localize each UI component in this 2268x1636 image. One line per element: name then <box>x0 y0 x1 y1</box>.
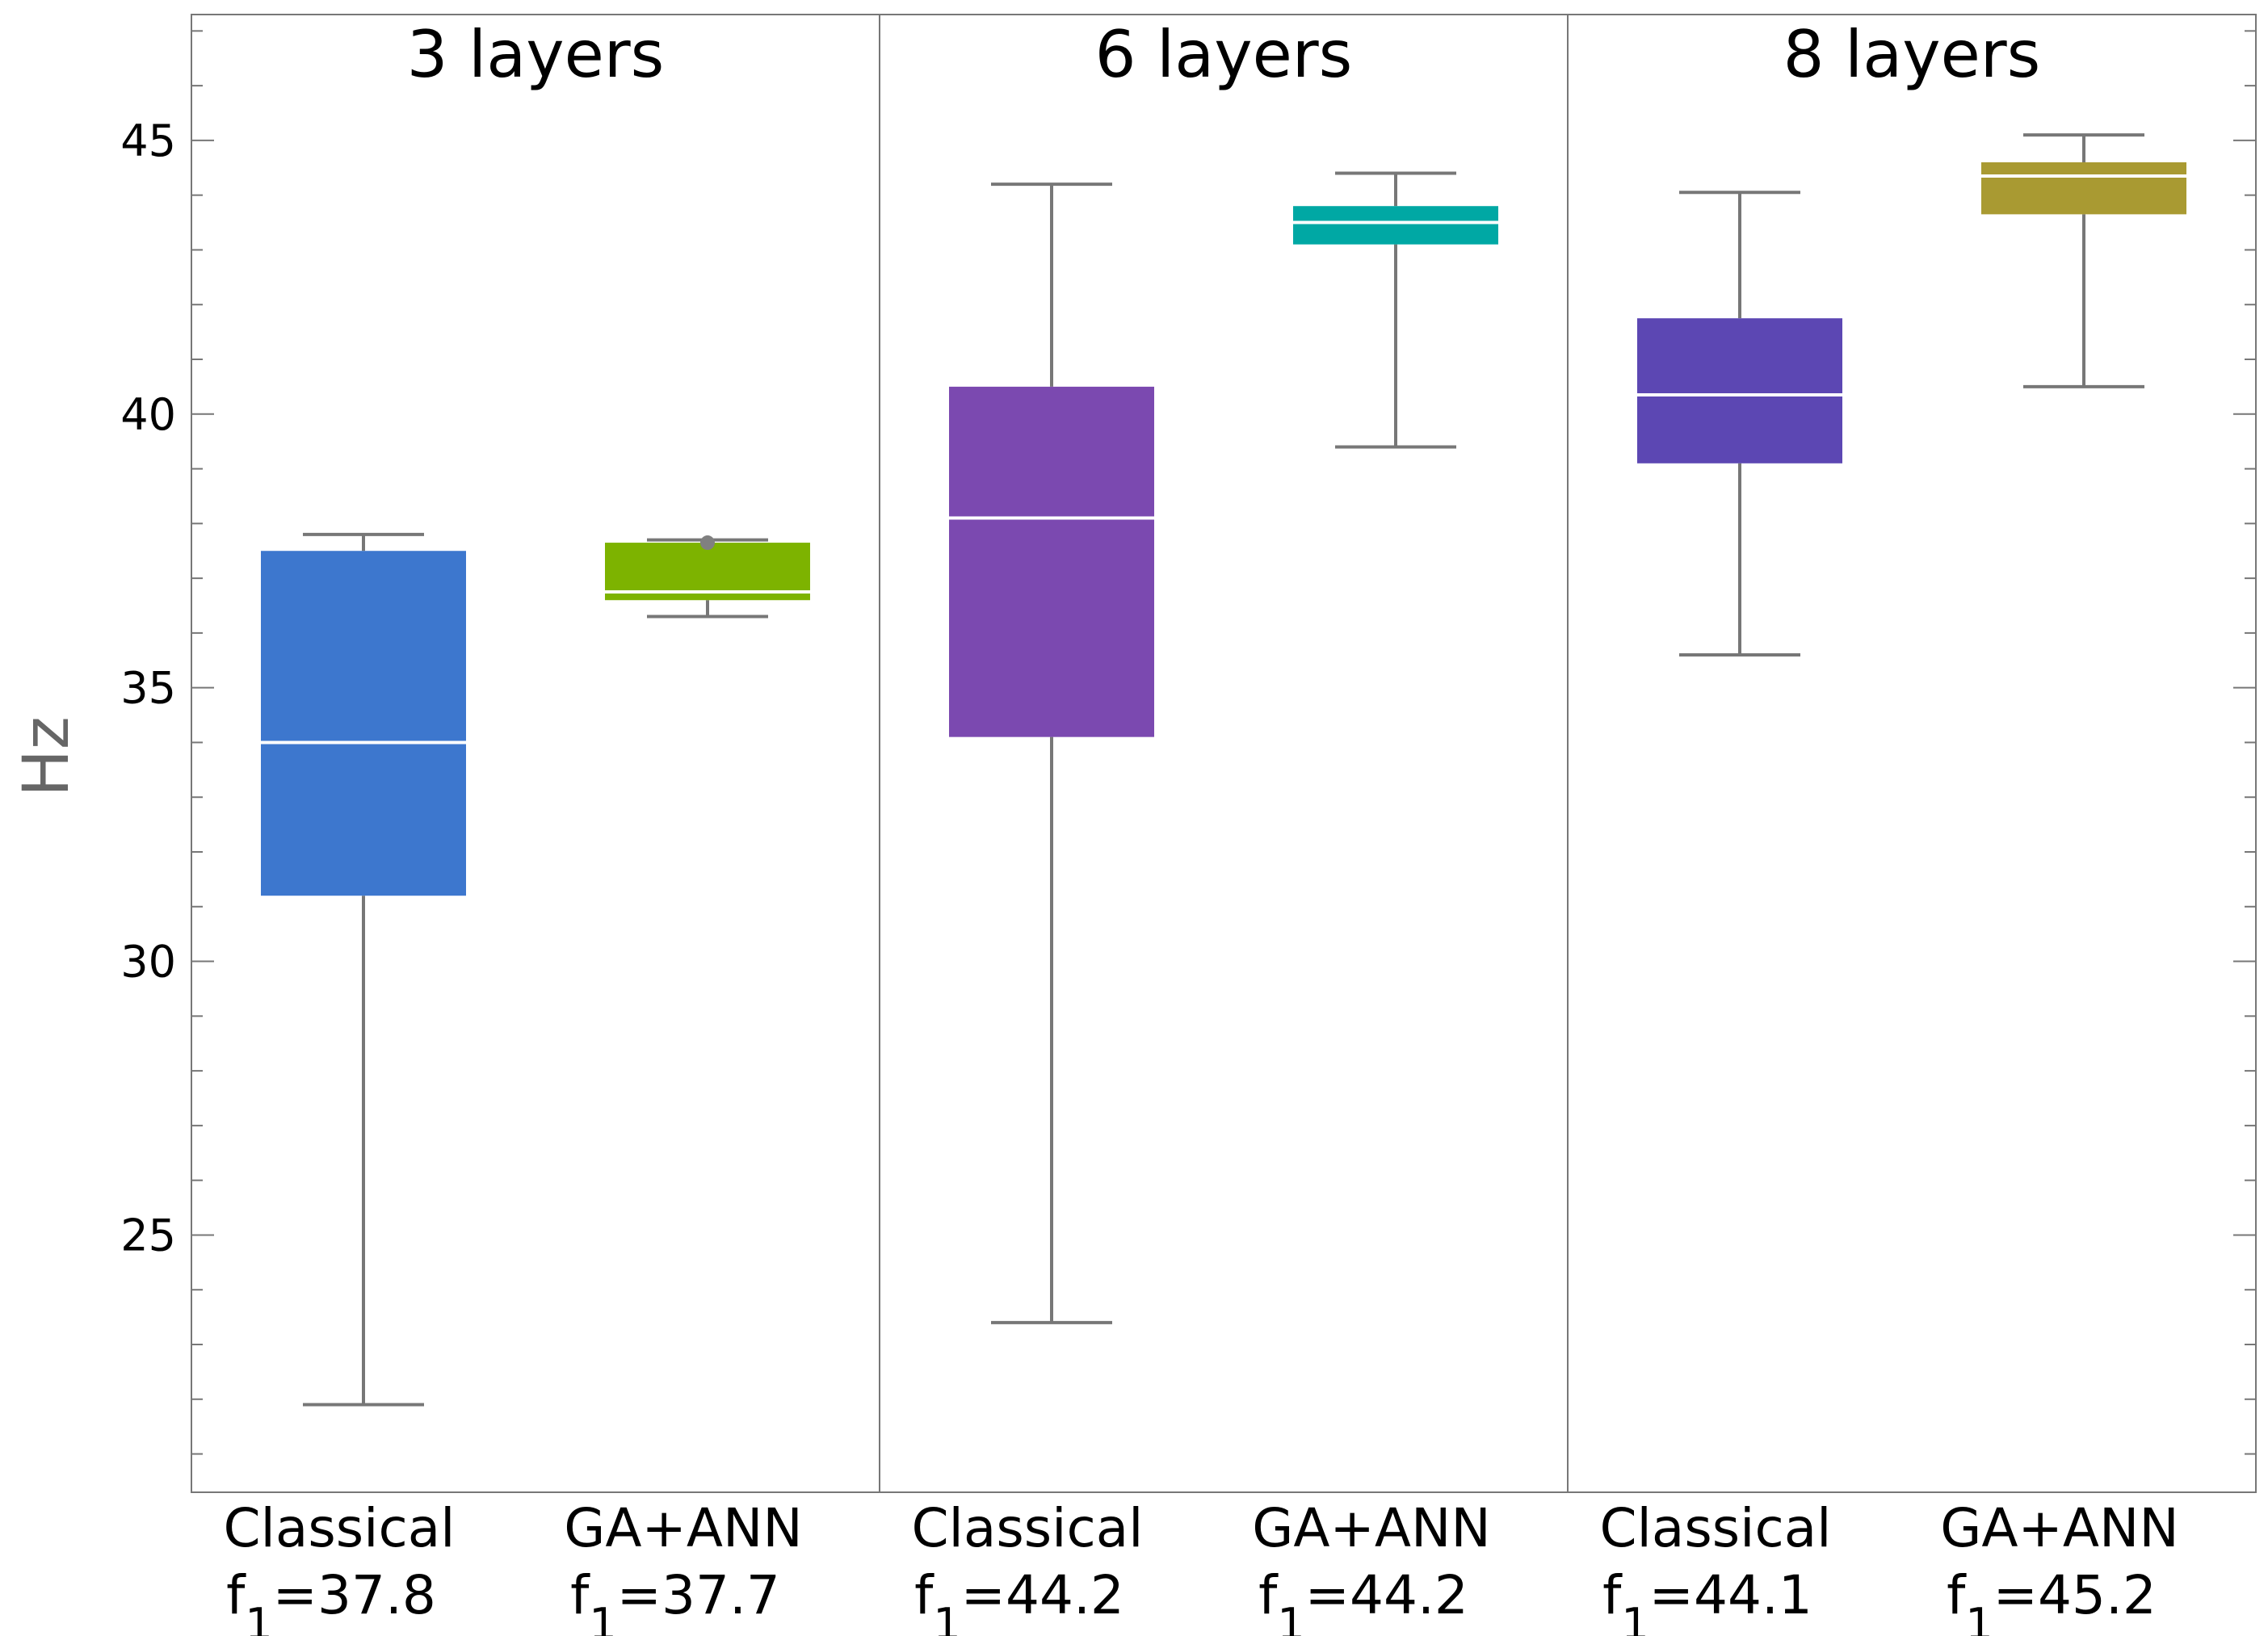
plot-border <box>191 14 2257 1493</box>
category-label: Classical <box>911 1497 1143 1559</box>
panel-title: 8 layers <box>1783 17 2041 92</box>
category-label: GA+ANN <box>1252 1497 1491 1559</box>
panel-title: 3 layers <box>407 17 665 92</box>
panel-title: 6 layers <box>1095 17 1353 92</box>
f1-label: f1=44.2 <box>1258 1564 1468 1636</box>
box-iqr <box>949 386 1154 737</box>
y-tick-label: 40 <box>120 389 176 440</box>
box-group <box>1981 133 2186 388</box>
category-label: Classical <box>1599 1497 1831 1559</box>
box-iqr <box>1981 162 2186 215</box>
y-tick-label: 45 <box>120 115 176 166</box>
category-label: GA+ANN <box>564 1497 803 1559</box>
plot-frame <box>191 14 2257 1493</box>
f1-label: f1=44.2 <box>914 1564 1124 1636</box>
y-tick-label: 25 <box>120 1210 176 1261</box>
box-series <box>261 133 2186 1407</box>
box-iqr <box>1637 318 1842 464</box>
box-group <box>1637 191 1842 656</box>
category-label: Classical <box>223 1497 455 1559</box>
box-iqr <box>261 551 466 896</box>
box-group <box>1293 171 1498 449</box>
outlier-point <box>700 535 715 551</box>
f1-label: f1=44.1 <box>1602 1564 1812 1636</box>
box-iqr <box>1293 206 1498 245</box>
y-tick-label: 30 <box>120 937 176 988</box>
f1-label: f1=37.7 <box>570 1564 780 1636</box>
y-tick-label: 35 <box>120 663 176 714</box>
f1-label: f1=37.8 <box>226 1564 436 1636</box>
box-group <box>949 182 1154 1324</box>
box-group <box>261 532 466 1407</box>
category-label: GA+ANN <box>1940 1497 2179 1559</box>
y-axis: 25 30 35 40 45 <box>120 30 2256 1455</box>
y-axis-label: Hz <box>10 716 83 797</box>
box-group <box>605 535 810 619</box>
f1-label: f1=45.2 <box>1947 1564 2157 1636</box>
